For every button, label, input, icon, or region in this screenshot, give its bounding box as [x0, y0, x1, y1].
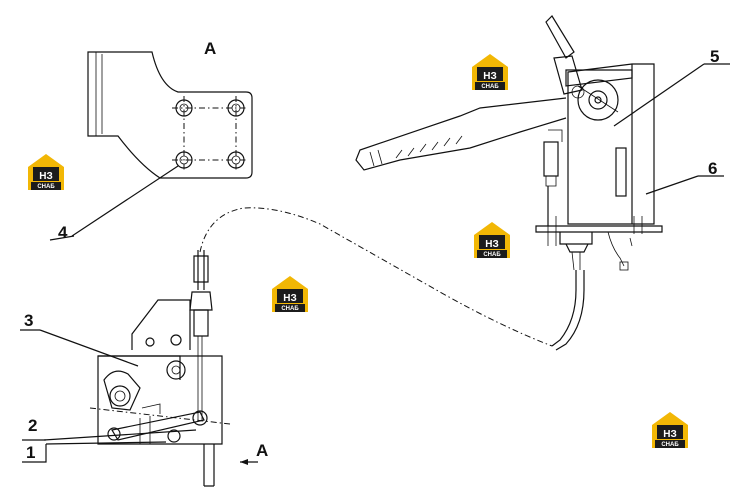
callout-1: 1 — [26, 443, 35, 462]
callout-3: 3 — [24, 311, 33, 330]
watermark-logo: НЗ СНАБ — [474, 222, 510, 258]
bracket-view-a — [49, 51, 253, 241]
watermark-bottom-text: СНАБ — [661, 442, 679, 448]
watermark-logo: НЗ СНАБ — [652, 412, 688, 448]
callout-5: 5 — [710, 47, 719, 66]
watermark-logo: НЗ СНАБ — [472, 54, 508, 90]
watermark-top-text: НЗ — [485, 239, 499, 250]
watermark-bottom-text: СНАБ — [281, 306, 299, 312]
watermark-bottom-text: СНАБ — [481, 84, 499, 90]
watermark-top-text: НЗ — [663, 429, 677, 440]
watermark-logo: НЗ СНАБ — [28, 154, 64, 190]
view-arrow-label-a: A — [256, 441, 268, 460]
view-label-a: A — [204, 39, 216, 58]
callout-4: 4 — [58, 223, 68, 242]
control-cable — [199, 207, 553, 347]
callout-6: 6 — [708, 159, 717, 178]
watermark-top-text: НЗ — [283, 293, 297, 304]
watermark-top-text: НЗ — [483, 71, 497, 82]
lever-control-unit — [355, 15, 730, 351]
watermark-top-text: НЗ — [39, 171, 53, 182]
callout-2: 2 — [28, 416, 37, 435]
watermark-bottom-text: СНАБ — [483, 252, 501, 258]
watermark-logo: НЗ СНАБ — [272, 276, 308, 312]
watermark-bottom-text: СНАБ — [37, 184, 55, 190]
lower-mechanism — [20, 250, 258, 487]
